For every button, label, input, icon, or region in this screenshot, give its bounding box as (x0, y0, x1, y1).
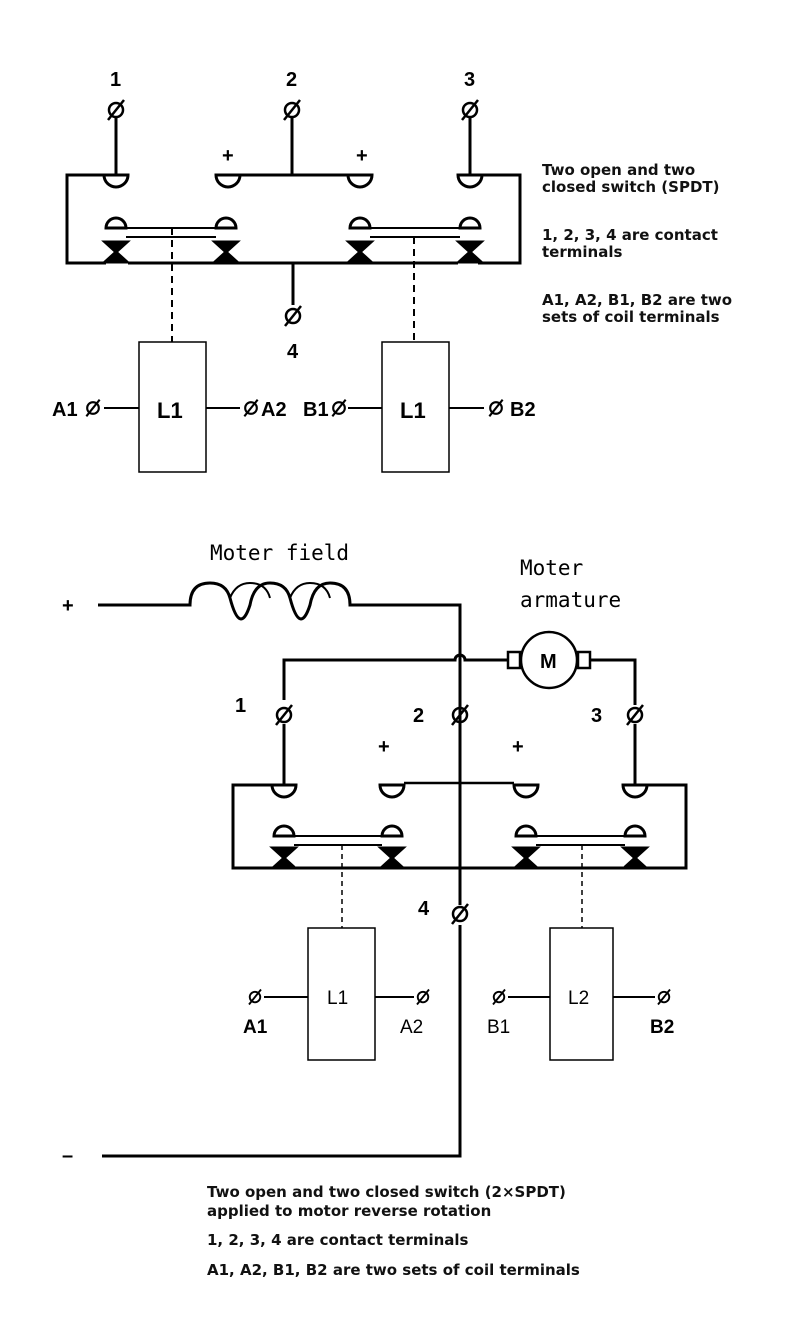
top-terminal-3-icon (460, 98, 480, 122)
bottom-contact-3-icon (513, 846, 539, 870)
top-coil-b1-label: B1 (303, 399, 329, 421)
motor-armature-icon (519, 630, 579, 690)
bottom-coil-b2-label: B2 (650, 1017, 674, 1038)
motor-field-label: Moter field (210, 541, 349, 565)
top-coil-b2-label: B2 (510, 399, 536, 421)
bottom-contact-2-icon (379, 846, 405, 870)
bottom-terminal-2-label: 2 (413, 705, 424, 727)
supply-minus-label: – (62, 1145, 73, 1167)
bottom-coil-l2 (549, 927, 614, 1061)
bottom-plus-left: + (378, 736, 390, 758)
top-note-1: Two open and two closed switch (SPDT) (542, 161, 720, 197)
top-coil-a1-label: A1 (52, 399, 78, 421)
bottom-coil-a1-label: A1 (243, 1017, 268, 1038)
motor-field-coil (98, 581, 462, 897)
top-plus-left: + (222, 145, 234, 167)
bottom-terminal-4-label: 4 (418, 898, 430, 920)
top-contact-1-icon (103, 240, 129, 264)
bottom-coil-l1 (307, 927, 376, 1061)
top-coil-a2-label: A2 (261, 399, 287, 421)
top-contact-4-icon (457, 240, 483, 264)
bottom-coil-a2-icon (415, 988, 431, 1006)
bottom-coil-b1-icon (491, 988, 507, 1006)
bottom-coil-l2-label: L2 (568, 988, 589, 1009)
bottom-note-3: A1, A2, B1, B2 are two sets of coil term… (207, 1261, 580, 1279)
top-note-3: A1, A2, B1, B2 are two sets of coil term… (542, 291, 733, 327)
bottom-terminal-4-icon (450, 902, 470, 926)
top-note-2: 1, 2, 3, 4 are contact terminals (542, 226, 718, 262)
top-coil-a2-icon (243, 398, 259, 418)
bottom-terminal-1-icon (274, 703, 294, 727)
top-terminal-2-label: 2 (286, 69, 297, 91)
bottom-coil-a1-icon (247, 988, 263, 1006)
top-coil-left-label: L1 (157, 398, 183, 423)
top-coil-right-label: L1 (400, 398, 426, 423)
top-coil-b1-icon (331, 398, 347, 418)
top-coil-a1-icon (85, 398, 101, 418)
motor-symbol: M (540, 651, 557, 673)
top-coil-b2-icon (488, 398, 504, 418)
bottom-note-2: 1, 2, 3, 4 are contact terminals (207, 1231, 469, 1249)
bottom-diagram: + – Moter field Moter armature M 1 2 3 4… (62, 541, 688, 1167)
bottom-coil-b1-label: B1 (487, 1017, 510, 1038)
top-diagram: 1 2 3 4 + + (52, 69, 536, 473)
supply-plus-label: + (62, 595, 74, 617)
bottom-terminal-3-icon (625, 703, 645, 727)
top-terminal-3-label: 3 (464, 69, 475, 91)
bottom-terminal-3-label: 3 (591, 705, 602, 727)
top-contact-2-icon (213, 240, 239, 264)
top-terminal-1-label: 1 (110, 69, 121, 91)
bottom-coil-b2-icon (656, 988, 672, 1006)
bottom-coil-l1-label: L1 (327, 988, 348, 1009)
motor-armature-label-1: Moter (520, 556, 583, 580)
top-terminal-1-icon (106, 98, 126, 122)
bottom-contact-1-icon (271, 846, 297, 870)
bottom-plus-right: + (512, 736, 524, 758)
top-contact-3-icon (347, 240, 373, 264)
motor-armature-label-2: armature (520, 588, 621, 612)
bottom-contact-4-icon (622, 846, 648, 870)
top-terminal-4-label: 4 (287, 341, 299, 363)
bottom-coil-a2-label: A2 (400, 1017, 423, 1038)
top-terminal-2-icon (282, 98, 302, 122)
top-plus-right: + (356, 145, 368, 167)
top-terminal-4-icon (283, 304, 303, 328)
bottom-terminal-1-label: 1 (235, 695, 246, 717)
bottom-note-1: Two open and two closed switch (2×SPDT) … (207, 1183, 566, 1220)
motor-brush-right (576, 650, 592, 670)
motor-brush-left (506, 650, 522, 670)
bottom-terminal-2-icon (450, 703, 470, 727)
